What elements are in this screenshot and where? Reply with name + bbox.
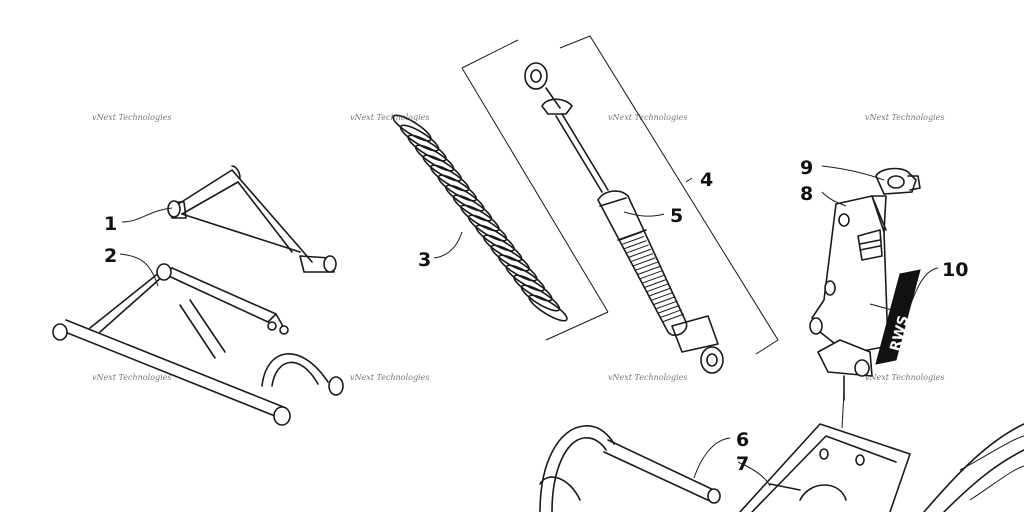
callout-10: 10 <box>942 259 968 281</box>
shock-ridge <box>639 270 663 280</box>
shock-assembly-bracket <box>461 35 779 355</box>
spring-coil <box>482 234 523 262</box>
spring-coil <box>452 194 493 222</box>
shock-ridge <box>633 257 656 267</box>
spring-coil <box>475 224 515 252</box>
callout-7: 7 <box>736 453 749 475</box>
spring-coil <box>505 264 546 292</box>
shock-body-ridges <box>619 231 685 323</box>
watermark: vNext Technologies <box>865 373 944 382</box>
shock-ridge <box>622 235 645 245</box>
spring-coil <box>467 214 508 242</box>
shock-ridge <box>648 287 671 297</box>
shock-absorber[interactable] <box>524 62 724 374</box>
coil-spring[interactable] <box>390 111 570 324</box>
callout-8: 8 <box>800 183 813 205</box>
spring-coil <box>460 204 500 232</box>
watermark: vNext Technologies <box>92 373 171 382</box>
spindle-clamp[interactable] <box>875 167 921 195</box>
spring-coil <box>392 114 432 142</box>
watermark: vNext Technologies <box>865 113 944 122</box>
spring-coil <box>414 144 455 172</box>
spring-coil <box>498 254 538 282</box>
watermark: vNext Technologies <box>350 113 429 122</box>
shock-ridge <box>624 240 647 250</box>
watermark: vNext Technologies <box>608 113 687 122</box>
spring-coil <box>490 244 530 272</box>
spring-coil <box>520 284 561 312</box>
callout-3: 3 <box>418 249 431 271</box>
spring-coil <box>430 164 470 192</box>
ski[interactable] <box>739 423 1024 512</box>
shock-ridge <box>644 279 667 288</box>
callout-6: 6 <box>736 429 749 451</box>
spring-coil <box>445 184 485 212</box>
shock-ridge <box>637 266 660 275</box>
ski-loop[interactable] <box>539 425 721 512</box>
watermark: vNext Technologies <box>92 113 171 122</box>
spring-coil <box>528 294 568 322</box>
spring-coil <box>422 154 462 182</box>
spring-coil <box>513 274 553 302</box>
shock-ridge <box>635 261 658 271</box>
watermark: vNext Technologies <box>350 373 429 382</box>
shock-ridge <box>628 248 652 258</box>
callout-4: 4 <box>700 169 713 191</box>
callout-1: 1 <box>104 213 117 235</box>
ski-spindle[interactable] <box>809 195 889 401</box>
shock-ridge <box>652 296 676 306</box>
upper-a-arm[interactable] <box>167 165 337 273</box>
shock-ridge <box>659 309 682 319</box>
leader-lines <box>119 165 939 487</box>
spring-coil <box>407 134 447 162</box>
shock-ridge <box>630 253 654 263</box>
shock-ridge <box>626 244 649 254</box>
spring-coil <box>399 124 440 152</box>
callout-5: 5 <box>670 205 683 227</box>
shock-ridge <box>646 283 669 293</box>
callout-9: 9 <box>800 157 813 179</box>
shock-ridge <box>657 304 680 314</box>
shock-ridge <box>661 313 685 323</box>
lower-a-arm[interactable] <box>52 263 344 426</box>
watermarks: vNext Technologies vNext Technologies vN… <box>92 113 944 382</box>
shock-ridge <box>619 231 643 241</box>
shock-ridge <box>655 300 678 310</box>
watermark: vNext Technologies <box>608 373 687 382</box>
spring-coil <box>437 174 478 202</box>
shock-ridge <box>650 291 674 301</box>
callouts: 1 2 3 4 5 6 7 8 9 10 <box>104 157 968 475</box>
shock-ridge <box>641 274 665 284</box>
callout-2: 2 <box>104 245 117 267</box>
